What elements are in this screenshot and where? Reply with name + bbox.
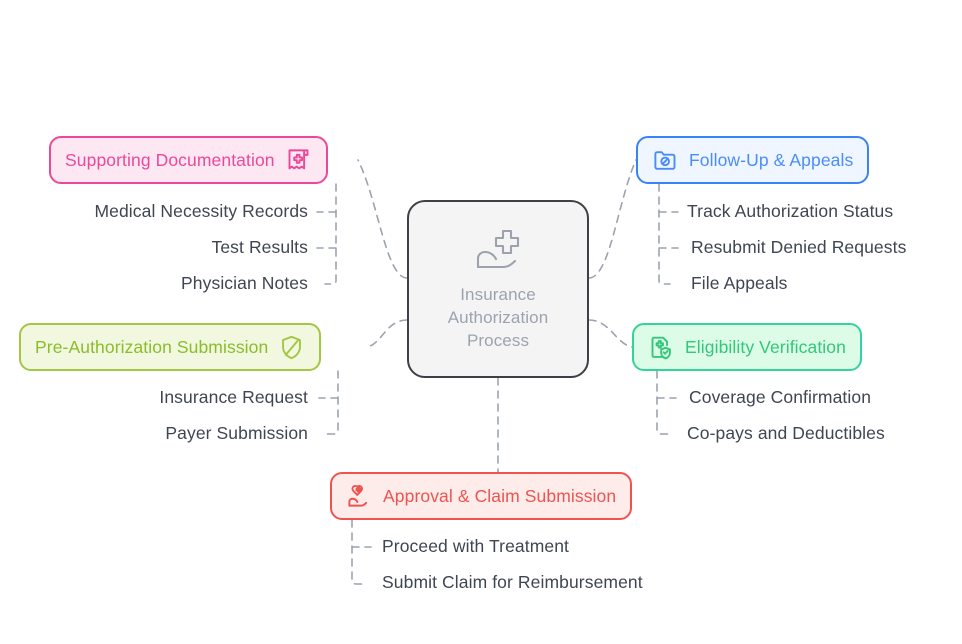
branch-approval-and-claim-submission[interactable]: Approval & Claim Submission [330, 472, 633, 520]
branch-supporting-documentation[interactable]: Supporting Documentation [49, 136, 328, 184]
center-node-label: Insurance Authorization Process [448, 283, 549, 352]
spine-approval [351, 519, 364, 585]
branch-label-supporting-documentation: Supporting Documentation [65, 149, 275, 170]
edge-to-follow-up [588, 159, 637, 279]
leaf-physician-notes: Physician Notes [181, 273, 308, 293]
center-label-line-2: Authorization [447, 307, 549, 327]
branch-follow-up-and-appeals[interactable]: Follow-Up & Appeals [636, 136, 870, 184]
center-label-line-3: Process [466, 330, 530, 350]
branch-eligibility-verification[interactable]: Eligibility Verification [632, 323, 862, 371]
leaf-medical-necessity-records: Medical Necessity Records [94, 201, 308, 221]
edge-to-supporting-documentation [357, 159, 408, 279]
spine-pre-authorization [326, 370, 339, 435]
leaf-track-authorization-status: Track Authorization Status [687, 201, 894, 221]
branch-pre-authorization-submission[interactable]: Pre-Authorization Submission [19, 323, 322, 371]
leaf-submit-claim-for-reimbursement: Submit Claim for Reimbursement [382, 572, 643, 592]
leaf-proceed-with-treatment: Proceed with Treatment [382, 536, 570, 556]
hand-holding-medical-cross-icon [476, 229, 520, 268]
spine-supporting-documentation [324, 183, 337, 285]
leaf-insurance-request: Insurance Request [159, 387, 308, 407]
leaf-coverage-confirmation: Coverage Confirmation [689, 387, 872, 407]
medical-receipt-icon [288, 148, 309, 169]
leaf-payer-submission: Payer Submission [165, 423, 308, 443]
center-node[interactable]: Insurance Authorization Process [407, 200, 589, 378]
folder-prohibited-icon [654, 150, 676, 170]
branch-label-eligibility: Eligibility Verification [685, 336, 846, 357]
branch-label-approval: Approval & Claim Submission [383, 485, 617, 506]
shield-slash-icon [282, 335, 302, 359]
leaf-test-results: Test Results [211, 237, 308, 257]
hand-holding-heart-cross-icon [348, 484, 368, 507]
leaf-resubmit-denied-requests: Resubmit Denied Requests [691, 237, 907, 257]
document-shield-check-icon [651, 336, 671, 359]
branch-label-follow-up: Follow-Up & Appeals [689, 149, 854, 170]
spine-eligibility [656, 370, 669, 435]
leaf-file-appeals: File Appeals [691, 273, 788, 293]
leaf-co-pays-and-deductibles: Co-pays and Deductibles [687, 423, 885, 443]
branch-label-pre-authorization: Pre-Authorization Submission [35, 336, 269, 357]
edge-to-pre-authorization [366, 319, 408, 348]
spine-follow-up [658, 183, 671, 285]
center-label-line-1: Insurance [460, 284, 536, 304]
edge-to-eligibility [588, 319, 633, 348]
